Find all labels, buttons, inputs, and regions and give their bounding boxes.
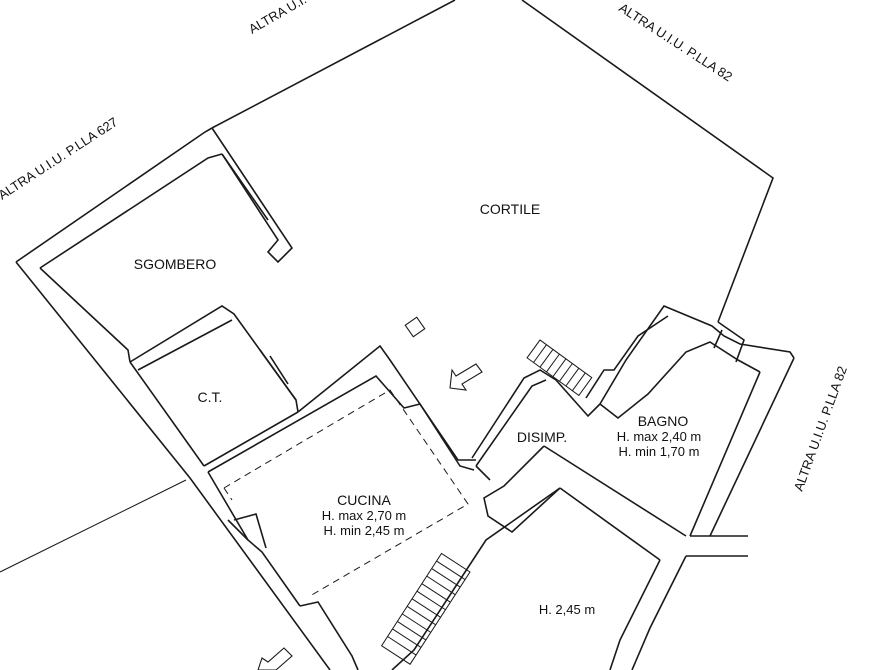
room-label-cucina: CUCINA	[337, 492, 391, 508]
cucina-walls	[207, 344, 476, 670]
site-boundary-line	[0, 479, 187, 573]
neighbor-label-top: ALTRA U.I.	[246, 0, 309, 37]
entrance-arrow-icon	[449, 363, 483, 391]
perimeter-walls	[15, 127, 331, 670]
courtyard-boundary	[211, 0, 774, 323]
bagno-walls	[585, 305, 795, 537]
bagno-height-min: H. min 1,70 m	[619, 444, 700, 459]
neighbor-label-left: ALTRA U.I.U. P.LLA 627	[0, 114, 120, 202]
cucina-height-min: H. min 2,45 m	[324, 523, 405, 538]
neighbor-label-top-right: ALTRA U.I.U. P.LLA 82	[616, 0, 735, 84]
bottom-entrance-arrow-icon	[257, 647, 293, 670]
room-label-ct: C.T.	[198, 389, 223, 405]
room-label-cortile: CORTILE	[480, 201, 540, 217]
staircase-lower	[380, 552, 471, 665]
room-label-sgombero: SGOMBERO	[134, 256, 217, 272]
lower-room-walls	[391, 487, 748, 670]
bagno-height-max: H. max 2,40 m	[617, 429, 702, 444]
disimp-walls	[471, 369, 687, 561]
courtyard-marker	[404, 316, 426, 338]
lower-room-height: H. 2,45 m	[539, 602, 595, 617]
room-label-bagno: BAGNO	[638, 413, 689, 429]
staircase-upper	[526, 339, 593, 397]
neighbor-label-right: ALTRA U.I.U. P.LLA 82	[791, 364, 850, 493]
cucina-height-max: H. max 2,70 m	[322, 508, 407, 523]
sgombero-ct-walls	[129, 305, 299, 467]
room-label-disimp: DISIMP.	[517, 429, 567, 445]
